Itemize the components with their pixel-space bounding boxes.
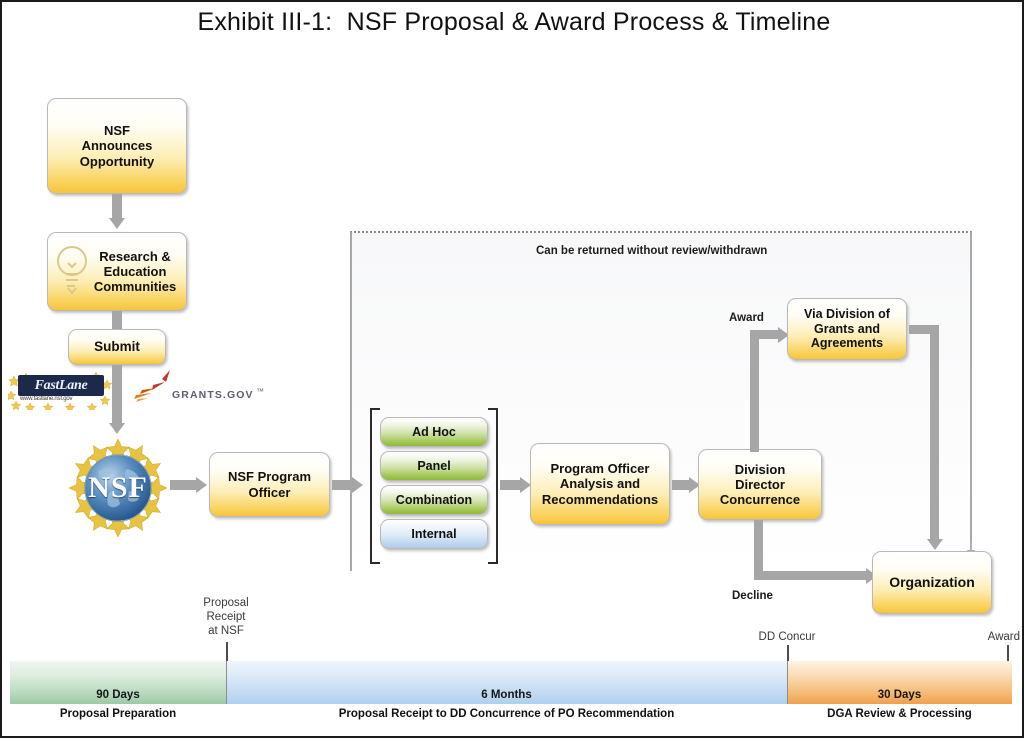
arrowhead-review-to-po-analysis — [520, 477, 531, 493]
edge-label-decline: Decline — [732, 590, 773, 602]
timeline-caption-proposal-receipt-to-dd: Proposal Receipt to DD Concurrence of PO… — [338, 708, 675, 720]
fastlane-url-text: www.fastlane.nsf.gov — [20, 396, 73, 402]
timeline-divider — [787, 661, 788, 704]
arrowhead-analysis-to-dd — [689, 477, 700, 493]
box-division-director-concurrence[interactable]: Division Director Concurrence — [698, 449, 822, 520]
fastlane-logo[interactable]: FastLane www.fastlane.nsf.gov — [8, 372, 112, 410]
timeline-milestone-dd-concur: DD Concur — [758, 631, 816, 643]
box-submit-label: Submit — [94, 339, 140, 355]
box-via-division-grants-agreements[interactable]: Via Division of Grants and Agreements — [787, 298, 907, 360]
timeline-milestone-proposal-receipt: Proposal Receipt at NSF — [203, 597, 249, 637]
arrowhead-decline-to-organization — [866, 568, 877, 584]
connector-dd-down-decline — [754, 520, 763, 580]
arrowhead-po-to-review-types — [352, 477, 363, 493]
box-dga-label: Via Division of Grants and Agreements — [804, 307, 890, 351]
box-review-combination[interactable]: Combination — [380, 485, 488, 515]
timeline-tick-proposal-receipt — [226, 642, 228, 661]
timeline-caption-proposal-preparation: Proposal Preparation — [59, 708, 177, 720]
timeline-segment-proposal-preparation[interactable]: 90 Days — [10, 661, 226, 704]
box-nsf-announces-label: NSF Announces Opportunity — [79, 123, 155, 169]
box-review-ad-hoc[interactable]: Ad Hoc — [380, 417, 488, 447]
box-nsf-announces-opportunity[interactable]: NSF Announces Opportunity — [47, 98, 187, 194]
timeline-segment-duration: 90 Days — [96, 689, 140, 701]
box-review-panel-label: Panel — [417, 458, 451, 473]
box-po-analysis-label: Program Officer Analysis and Recommendat… — [541, 461, 659, 507]
box-submit[interactable]: Submit — [68, 329, 166, 365]
connector-award-to-dga — [750, 330, 782, 339]
box-nsf-program-officer-label: NSF Program Officer — [227, 469, 312, 500]
nsf-seal-graphic — [68, 438, 168, 538]
box-division-director-label: Division Director Concurrence — [719, 461, 801, 508]
box-organization[interactable]: Organization — [872, 551, 992, 614]
connector-decline-to-org — [754, 571, 870, 580]
connector-dga-down-to-org — [930, 325, 939, 543]
grants-gov-logo[interactable]: GRANTS.GOV ™ — [132, 368, 272, 410]
timeline-milestone-award: Award — [987, 631, 1020, 643]
timeline-divider — [226, 661, 227, 704]
box-review-ad-hoc-label: Ad Hoc — [412, 424, 456, 439]
arrowhead-announces-to-research — [109, 218, 125, 229]
timeline-segment-proposal-receipt-to-dd[interactable]: 6 Months — [226, 661, 787, 704]
grants-gov-wordmark: GRANTS.GOV — [172, 389, 254, 401]
box-review-internal-label: Internal — [411, 526, 457, 541]
box-nsf-program-officer[interactable]: NSF Program Officer — [209, 452, 330, 517]
fastlane-wordmark-text: FastLane — [34, 377, 88, 393]
connector-submit-to-nsf — [112, 365, 122, 425]
timeline-tick-dd-concur — [787, 645, 789, 661]
timeline-tick-award — [1007, 645, 1009, 661]
arrowhead-submit-to-nsf — [109, 423, 125, 434]
grants-gov-swoosh-icon — [134, 370, 170, 402]
timeline-segment-duration: 30 Days — [877, 689, 922, 701]
connector-analysis-to-dd — [672, 480, 692, 490]
box-po-analysis-recommendations[interactable]: Program Officer Analysis and Recommendat… — [530, 443, 670, 525]
review-types-bracket-right — [488, 408, 498, 564]
connector-review-to-po-analysis — [500, 480, 522, 490]
arrowhead-nsf-to-program-officer — [196, 477, 207, 493]
timeline-caption-dga-review: DGA Review & Processing — [827, 708, 972, 720]
edge-label-award: Award — [729, 312, 764, 324]
connector-research-to-submit — [112, 311, 122, 331]
arrowhead-award-to-dga — [778, 327, 789, 343]
fastlane-wordmark: FastLane — [18, 375, 104, 396]
box-organization-label: Organization — [889, 574, 975, 591]
box-research-education-communities[interactable]: Research & Education Communities — [47, 232, 187, 311]
timeline-segment-dga-review[interactable]: 30 Days — [787, 661, 1012, 704]
timeline-bar: 90 Days 6 Months 30 Days — [10, 661, 1012, 704]
connector-po-to-review-types — [332, 480, 354, 490]
grants-gov-tm-icon: ™ — [256, 387, 264, 396]
lightbulb-icon — [57, 246, 87, 295]
review-types-bracket-left — [370, 408, 380, 564]
nsf-seal-logo[interactable]: NSF — [68, 438, 168, 538]
connector-announces-to-research — [112, 194, 122, 220]
connector-dd-up-award — [750, 330, 759, 452]
box-review-internal[interactable]: Internal — [380, 519, 488, 549]
returned-without-review-label: Can be returned without review/withdrawn — [536, 245, 768, 257]
box-research-education-label: Research & Education Communities — [93, 248, 177, 295]
nsf-seal-letters: NSF — [88, 471, 148, 504]
box-review-combination-label: Combination — [395, 492, 473, 507]
connector-nsf-to-program-officer — [170, 480, 198, 490]
connector-dga-right — [909, 325, 939, 334]
timeline-segment-duration: 6 Months — [481, 689, 532, 701]
arrowhead-dga-to-organization — [927, 539, 943, 550]
page-title: Exhibit III-1: NSF Proposal & Award Proc… — [197, 8, 831, 36]
connector-returned-to-organization — [970, 542, 972, 552]
box-review-panel[interactable]: Panel — [380, 451, 488, 481]
